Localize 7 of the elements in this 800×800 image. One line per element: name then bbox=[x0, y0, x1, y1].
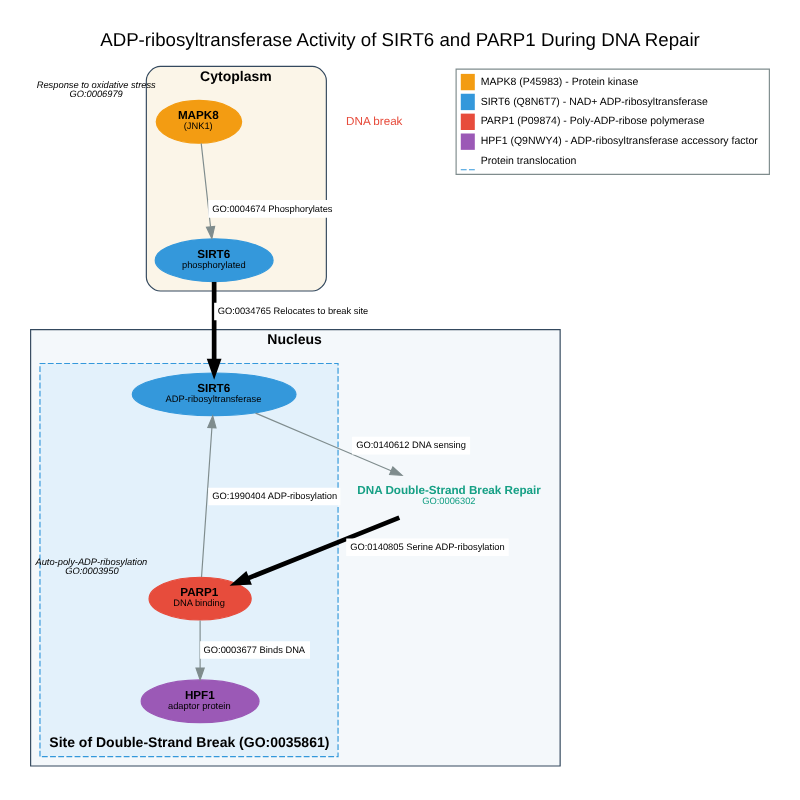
arrow bbox=[229, 514, 401, 585]
arrow bbox=[206, 280, 222, 379]
arrow bbox=[200, 141, 216, 240]
arrow bbox=[200, 413, 217, 577]
arrow bbox=[255, 411, 404, 475]
diagram-title: ADP-ribosyltransferase Activity of SIRT6 and PARP1 During DNA Repair bbox=[100, 29, 700, 50]
arrow bbox=[195, 619, 206, 681]
